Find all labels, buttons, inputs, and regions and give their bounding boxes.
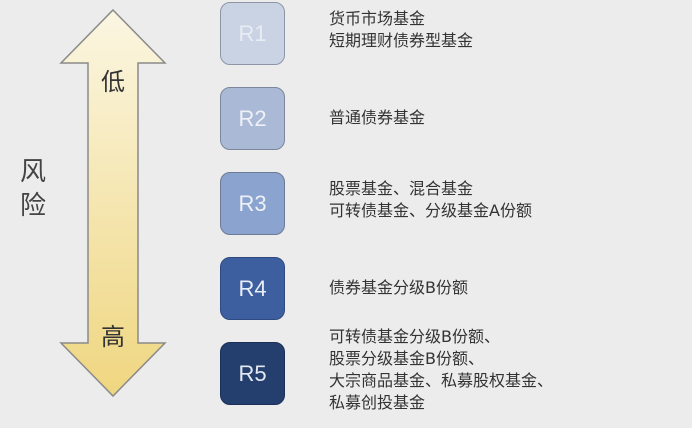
r1-description: 货币市场基金 短期理财债券型基金 [329, 8, 473, 52]
desc-line: 可转债基金分级B份额、 [329, 327, 500, 346]
risk-axis-label: 风 险 [18, 155, 48, 223]
low-risk-label: 低 [101, 68, 125, 96]
desc-line: 普通债券基金 [329, 108, 426, 127]
r2-description: 普通债券基金 [329, 107, 425, 129]
desc-line: 私募创投基金 [329, 393, 426, 412]
desc-line: 股票分级基金B份额、 [329, 349, 484, 368]
high-risk-label: 高 [101, 323, 125, 351]
risk-level-r4-box: R4 [220, 257, 285, 320]
risk-code: R2 [238, 105, 267, 131]
risk-level-r3-box: R3 [220, 172, 285, 235]
desc-line: 可转债基金、分级基金A份额 [329, 201, 532, 220]
risk-code: R5 [238, 360, 267, 386]
risk-double-arrow [59, 8, 167, 398]
desc-line: 债券基金分级B份额 [329, 278, 468, 297]
risk-label-char: 险 [19, 191, 46, 221]
risk-code: R3 [238, 190, 267, 216]
risk-label-char: 风 [19, 157, 46, 187]
risk-level-r2-box: R2 [220, 87, 285, 150]
desc-line: 股票基金、混合基金 [329, 179, 474, 198]
risk-code: R1 [238, 20, 267, 46]
risk-code: R4 [238, 275, 267, 301]
desc-line: 短期理财债券型基金 [329, 31, 474, 50]
desc-line: 货币市场基金 [329, 9, 426, 28]
desc-line: 大宗商品基金、私募股权基金、 [329, 371, 554, 390]
r5-description: 可转债基金分级B份额、 股票分级基金B份额、 大宗商品基金、私募股权基金、 私募… [329, 326, 553, 414]
risk-level-r5-box: R5 [220, 342, 285, 405]
r4-description: 债券基金分级B份额 [329, 277, 468, 299]
r3-description: 股票基金、混合基金 可转债基金、分级基金A份额 [329, 178, 532, 222]
risk-level-r1-box: R1 [220, 2, 285, 65]
